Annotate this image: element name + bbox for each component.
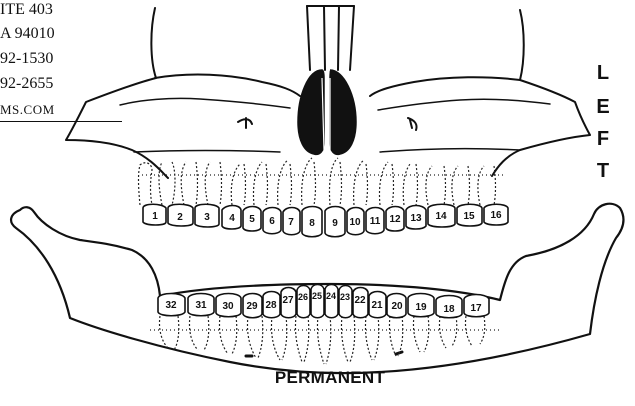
upper-tooth-number: 3 bbox=[204, 212, 210, 223]
upper-tooth-number: 15 bbox=[463, 211, 475, 222]
nasal-cavity bbox=[298, 70, 356, 154]
upper-tooth-number: 4 bbox=[229, 213, 235, 224]
upper-tooth-number: 8 bbox=[309, 218, 315, 229]
lower-tooth-number: 20 bbox=[391, 301, 403, 312]
lower-tooth-number: 23 bbox=[340, 292, 350, 302]
upper-tooth-number: 16 bbox=[490, 210, 502, 221]
upper-tooth-number: 11 bbox=[370, 216, 381, 227]
lower-tooth-crown bbox=[325, 285, 338, 318]
lower-tooth-number: 18 bbox=[443, 304, 455, 315]
upper-tooth-number: 2 bbox=[177, 212, 183, 223]
upper-tooth-number: 1 bbox=[152, 211, 158, 222]
lower-tooth-number: 25 bbox=[312, 291, 322, 301]
skull-upper-outline bbox=[66, 8, 168, 178]
side-label-letter-f: F bbox=[595, 128, 611, 151]
lower-tooth-crown bbox=[311, 285, 324, 318]
upper-tooth-number: 9 bbox=[332, 218, 338, 229]
upper-tooth-number: 7 bbox=[288, 217, 294, 228]
lower-tooth-number: 26 bbox=[298, 292, 308, 302]
side-label-letter-l: L bbox=[595, 62, 611, 85]
upper-tooth-number: 5 bbox=[249, 214, 255, 225]
lower-tooth-number: 29 bbox=[246, 301, 258, 312]
lower-tooth-number: 22 bbox=[354, 295, 366, 306]
lower-tooth-number: 24 bbox=[326, 291, 336, 301]
skull-upper-outline-right bbox=[492, 10, 590, 176]
upper-tooth-number: 6 bbox=[269, 216, 275, 227]
side-label-letter-e: E bbox=[595, 96, 611, 119]
upper-tooth-number: 13 bbox=[410, 213, 422, 224]
lower-tooth-number: 30 bbox=[222, 301, 234, 312]
lower-tooth-number: 31 bbox=[195, 300, 207, 311]
lower-tooth-number: 27 bbox=[282, 295, 294, 306]
lower-tooth-number: 32 bbox=[165, 300, 177, 311]
lower-tooth-number: 19 bbox=[415, 302, 427, 313]
upper-tooth-number: 14 bbox=[435, 211, 447, 222]
side-label-letter-t: T bbox=[595, 160, 611, 183]
lower-tooth-number: 28 bbox=[265, 300, 277, 311]
upper-tooth-number: 10 bbox=[349, 217, 361, 228]
upper-tooth-number: 12 bbox=[389, 214, 401, 225]
lower-tooth-number: 17 bbox=[470, 303, 482, 314]
chart-caption: PERMANENT bbox=[240, 368, 420, 388]
lower-tooth-number: 21 bbox=[371, 300, 383, 311]
